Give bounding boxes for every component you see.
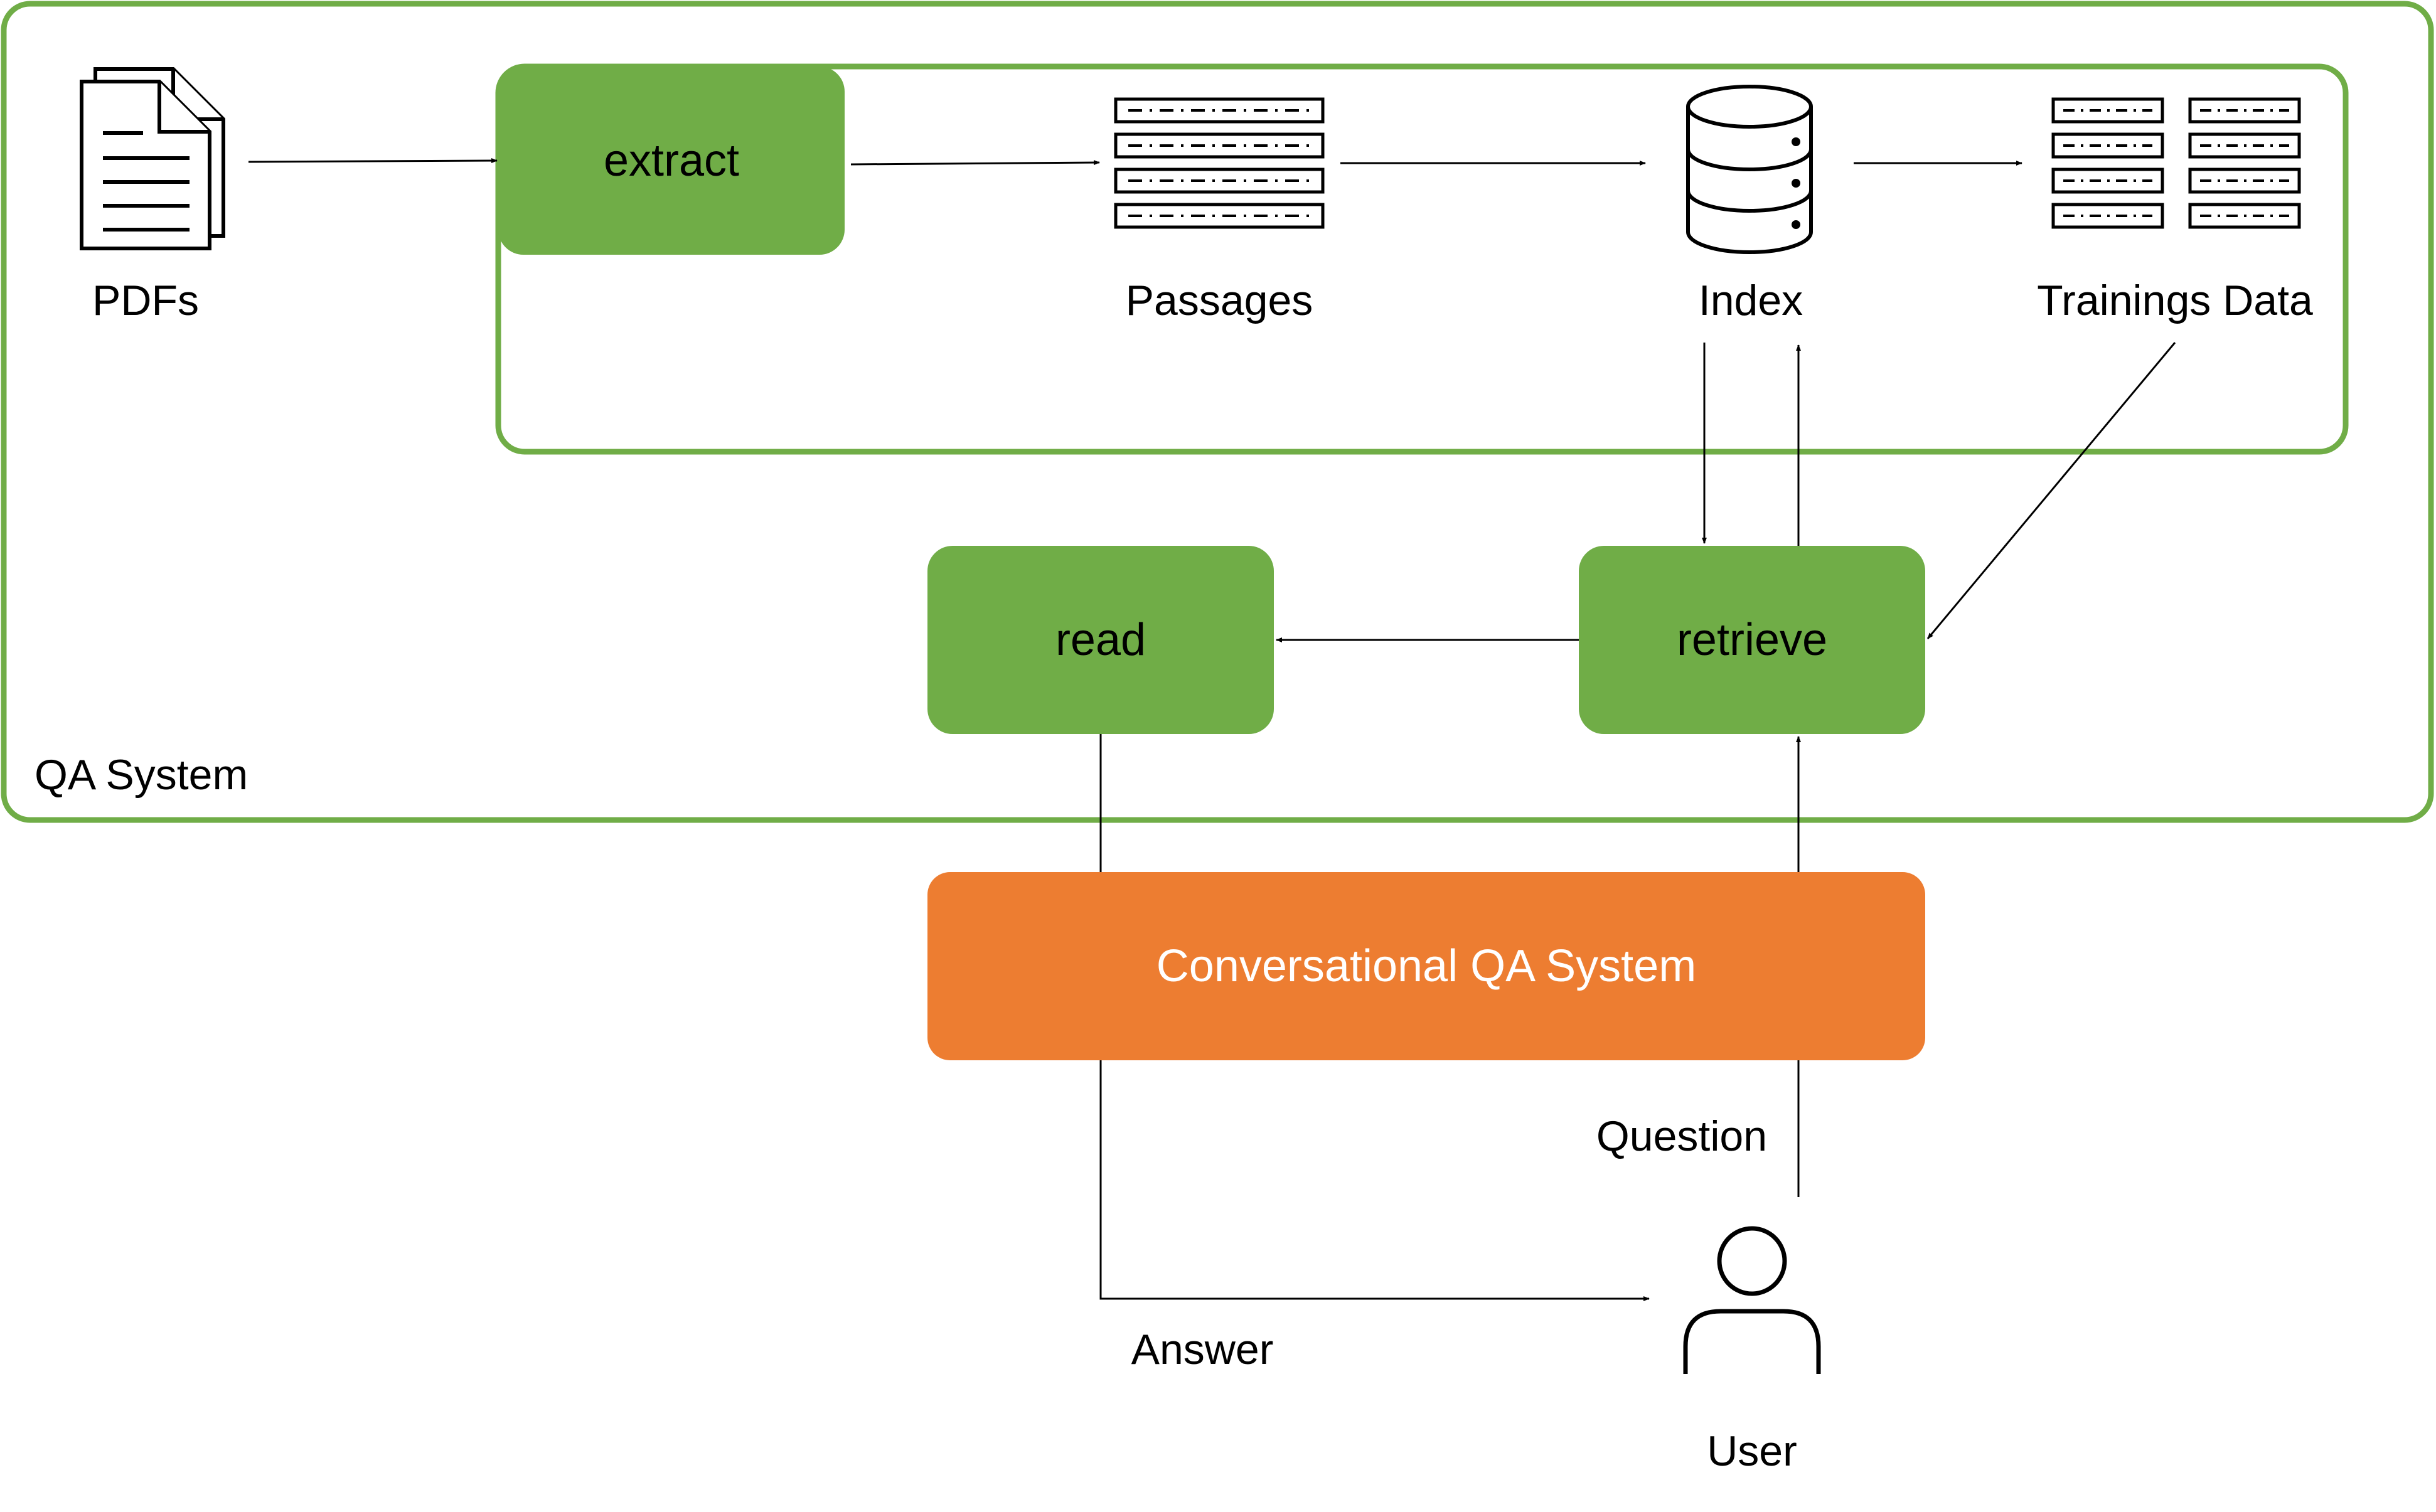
extract-label: extract xyxy=(604,136,739,186)
training-data-label: Trainings Data xyxy=(2037,277,2313,324)
read-box[interactable] xyxy=(927,546,1274,734)
training-data-stack-icon xyxy=(2051,97,2301,229)
conversational-qa-box[interactable] xyxy=(927,872,1925,1060)
user-label: User xyxy=(1707,1427,1797,1475)
pdfs-label: PDFs xyxy=(92,277,199,324)
question-label: Question xyxy=(1596,1112,1767,1160)
qa-system-frame xyxy=(1,1,2434,823)
arrow-extract-to-passages xyxy=(850,160,1100,166)
arrow-training-data-to-retrieve xyxy=(1926,342,2176,639)
retrieve-box[interactable] xyxy=(1579,546,1925,734)
documents-icon xyxy=(80,67,225,250)
passages-stack-icon xyxy=(1114,97,1325,229)
index-label: Index xyxy=(1699,277,1803,324)
arrow-pdfs-to-extract xyxy=(248,158,498,164)
conversational-qa-label: Conversational QA System xyxy=(1157,941,1696,991)
answer-label: Answer xyxy=(1131,1326,1274,1373)
user-icon xyxy=(1683,1226,1821,1374)
extract-box[interactable] xyxy=(498,67,845,255)
database-icon xyxy=(1686,85,1813,254)
passages-label: Passages xyxy=(1126,277,1313,324)
arrow-conversational-to-user xyxy=(1099,1060,1650,1301)
indexing-pipeline-frame xyxy=(495,63,2349,455)
qa-system-label: QA System xyxy=(35,751,248,799)
retrieve-label: retrieve xyxy=(1677,615,1827,665)
read-label: read xyxy=(1055,615,1146,665)
